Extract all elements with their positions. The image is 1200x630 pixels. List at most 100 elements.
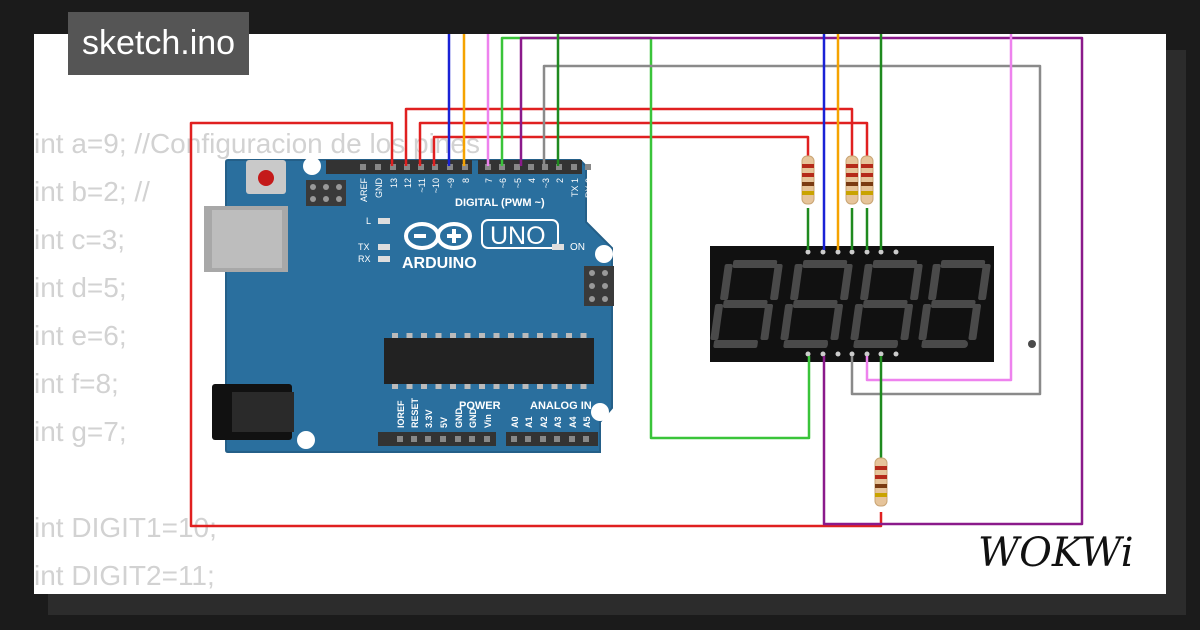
pin-label: ~9 — [446, 178, 456, 188]
wire-red-11 — [418, 121, 869, 166]
header-pin[interactable] — [411, 436, 417, 442]
header-pin[interactable] — [540, 436, 546, 442]
mount-hole — [297, 431, 315, 449]
header-pin[interactable] — [469, 436, 475, 442]
code-line: int a=9; //Configuracion de los pines — [34, 128, 480, 159]
pin-label: 12 — [403, 178, 413, 188]
led-l — [378, 218, 390, 224]
digital-label: DIGITAL (PWM ~) — [455, 197, 545, 209]
svg-text:WOKWi: WOKWi — [978, 530, 1134, 576]
header-pin[interactable] — [440, 436, 446, 442]
analog-header — [506, 432, 598, 446]
header-pin[interactable] — [569, 436, 575, 442]
header-pin[interactable] — [397, 436, 403, 442]
pin-label: ~10 — [431, 178, 441, 193]
pin-label: 8 — [461, 178, 471, 183]
arduino-brand: ARDUINO — [402, 255, 477, 272]
power-label: POWER — [459, 400, 501, 412]
mount-hole — [595, 245, 613, 263]
pin-label: A2 — [539, 416, 549, 428]
analog-label: ANALOG IN — [530, 400, 592, 412]
pin-label: GND — [374, 178, 384, 199]
header-pin[interactable] — [390, 164, 396, 170]
arduino-logo-icon — [404, 222, 472, 250]
wires[interactable] — [189, 34, 1084, 528]
pin-label: AREF — [359, 178, 369, 203]
pin-label: 3.3V — [424, 409, 434, 428]
pin-label: 4 — [527, 178, 537, 183]
pin-label: IOREF — [396, 400, 406, 428]
header-pin[interactable] — [447, 164, 453, 170]
wire-purple-5 — [519, 36, 1084, 526]
pin-label: RESET — [410, 397, 420, 428]
pin-label: 5V — [439, 417, 449, 428]
header-pin[interactable] — [404, 164, 410, 170]
svg-text:L: L — [366, 216, 371, 226]
wire-green-6 — [500, 36, 811, 440]
code-line: int e=6; — [34, 320, 127, 351]
header-pin[interactable] — [525, 436, 531, 442]
pin-label: GND — [454, 408, 464, 429]
pin-label: TX 1 — [570, 178, 580, 197]
resistor[interactable] — [845, 155, 859, 205]
window-title: sketch.ino — [68, 12, 250, 75]
code-line: int DIGIT2=11; — [34, 560, 215, 591]
pin-label: RX 0 — [584, 178, 594, 198]
header-pin[interactable] — [556, 164, 562, 170]
code-line: int f=8; — [34, 368, 119, 399]
header-pin[interactable] — [528, 164, 534, 170]
resistor[interactable] — [860, 155, 874, 205]
code-line: int c=3; — [34, 224, 126, 255]
code-preview: int a=9; //Configuracion de los pines int… — [34, 120, 480, 600]
header-pin[interactable] — [375, 164, 381, 170]
header-pin[interactable] — [485, 164, 491, 170]
svg-text:TX: TX — [358, 242, 370, 252]
wire-gray-3 — [542, 64, 1042, 396]
wire-pink-disp — [865, 34, 1013, 382]
pin-label: ~6 — [498, 178, 508, 188]
icsp-header — [306, 180, 614, 306]
header-pin[interactable] — [432, 164, 438, 170]
header-pin[interactable] — [585, 164, 591, 170]
header-pin[interactable] — [462, 164, 468, 170]
code-line: int g=7; — [34, 416, 127, 447]
pin-label: 7 — [484, 178, 494, 183]
header-pin[interactable] — [484, 436, 490, 442]
code-line: int DIGIT1=10; — [34, 512, 217, 543]
led-tx — [378, 244, 390, 250]
header-pin[interactable] — [583, 436, 589, 442]
header-pin[interactable] — [425, 436, 431, 442]
mount-hole — [591, 403, 609, 421]
pin-label: ~3 — [541, 178, 551, 188]
mount-hole — [303, 157, 321, 175]
pin-label: 13 — [389, 178, 399, 188]
led-rx — [378, 256, 390, 262]
digital-header-left — [326, 160, 472, 174]
resistor[interactable] — [801, 155, 815, 205]
pin-label: A1 — [524, 416, 534, 428]
header-pin[interactable] — [360, 164, 366, 170]
header-pin[interactable] — [455, 436, 461, 442]
header-pin[interactable] — [554, 436, 560, 442]
pin-label: Vin — [483, 414, 493, 428]
header-pin[interactable] — [542, 164, 548, 170]
code-line: int b=2; // — [34, 176, 150, 207]
power-header — [378, 432, 496, 446]
header-pin[interactable] — [511, 436, 517, 442]
pin-label: GND — [468, 408, 478, 429]
svg-text:RX: RX — [358, 254, 371, 264]
led-on — [552, 244, 564, 250]
reset-button-cap[interactable] — [258, 170, 274, 186]
header-pin[interactable] — [418, 164, 424, 170]
header-pin[interactable] — [499, 164, 505, 170]
header-pin[interactable] — [514, 164, 520, 170]
pin-label: 2 — [555, 178, 565, 183]
resistors[interactable] — [801, 155, 888, 507]
pin-label: A3 — [553, 416, 563, 428]
code-line: int d=5; — [34, 272, 127, 303]
seven-segment-display[interactable] — [710, 246, 1036, 362]
header-pin[interactable] — [571, 164, 577, 170]
resistor[interactable] — [874, 457, 888, 507]
